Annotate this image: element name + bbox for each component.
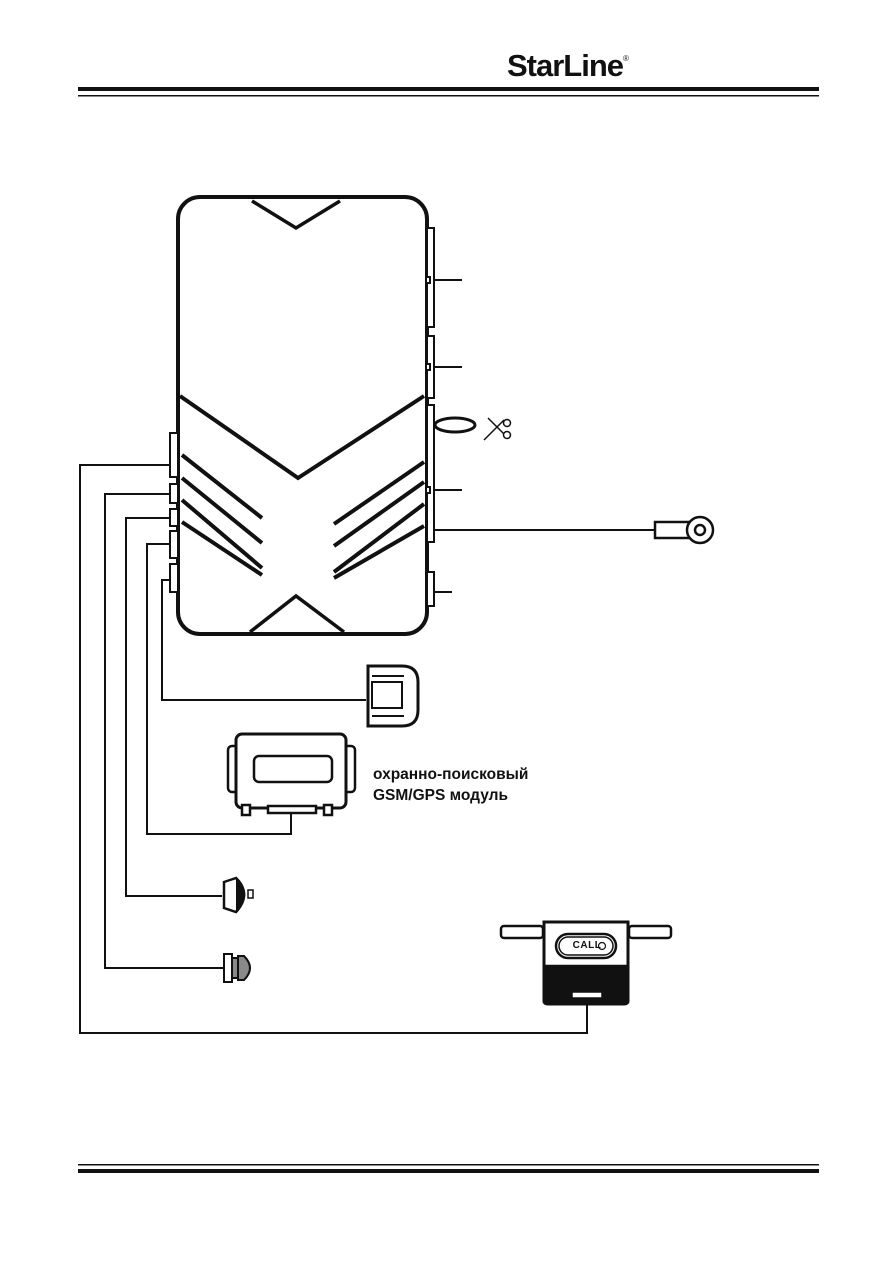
gsm-gps-module — [226, 732, 357, 817]
header-rule-thick — [78, 87, 819, 91]
left-connectors — [169, 432, 179, 593]
service-button-icon — [499, 920, 673, 1006]
ground-ring-terminal-icon — [653, 515, 715, 545]
footer-rule-thin — [78, 1164, 819, 1166]
buzzer-siren-icon — [222, 876, 254, 914]
right-wire-stubs — [434, 279, 655, 593]
starline-logo: StarLine® — [507, 48, 629, 84]
gsm-caption-line2: GSM/GPS модуль — [373, 787, 508, 804]
main-control-unit — [176, 195, 429, 636]
footer-rule-thick — [78, 1169, 819, 1173]
registered-mark: ® — [623, 54, 629, 63]
brand-text: StarLine — [507, 48, 624, 83]
call-button-label: CALL — [572, 940, 602, 951]
header-rule-thin — [78, 95, 819, 97]
gsm-module-caption: охранно-поисковый GSM/GPS модуль — [373, 764, 528, 806]
led-indicator-icon — [223, 953, 251, 983]
temperature-sensor-icon — [366, 664, 420, 728]
cut-loop-wire — [433, 416, 477, 434]
gsm-caption-line1: охранно-поисковый — [373, 766, 529, 783]
harness-wires — [79, 464, 588, 1034]
scissors-icon — [483, 417, 512, 441]
